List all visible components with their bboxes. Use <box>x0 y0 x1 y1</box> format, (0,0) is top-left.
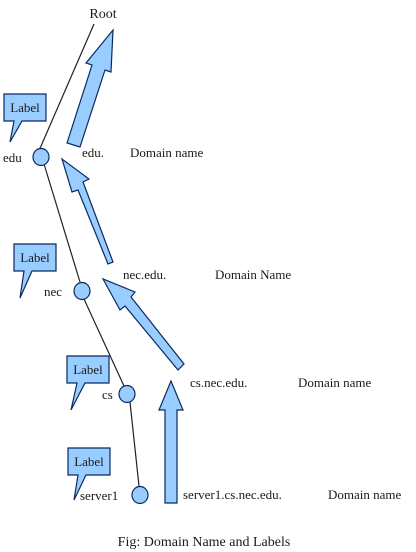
callout-nec-text: Label <box>20 250 50 265</box>
node-label-nec: nec <box>44 284 62 299</box>
domain-cs: cs.nec.edu. <box>190 375 247 390</box>
callout-server1-text: Label <box>74 454 104 469</box>
domain-edu: edu. <box>82 145 104 160</box>
domain-server1: server1.cs.nec.edu. <box>183 487 282 502</box>
domain-kind-edu: Domain name <box>130 145 204 160</box>
callout-edu-text: Label <box>10 100 40 115</box>
callout-edu: Label <box>3 93 47 143</box>
node-cs <box>118 384 136 404</box>
node-server1 <box>131 485 149 505</box>
node-label-edu: edu <box>3 150 22 165</box>
node-label-server1: server1 <box>80 488 118 503</box>
domain-kind-cs: Domain name <box>298 375 372 390</box>
root-label: Root <box>89 7 116 22</box>
node-nec <box>73 281 91 301</box>
callout-nec: Label <box>13 243 57 299</box>
callout-cs: Label <box>66 355 110 411</box>
node-label-cs: cs <box>102 387 113 402</box>
tree-line-root-edu <box>37 23 95 154</box>
arrow-nec-to-edu <box>60 157 114 265</box>
node-edu <box>32 147 50 167</box>
tree-line-cs-server1 <box>129 401 140 487</box>
domain-kind-nec: Domain Name <box>215 267 291 282</box>
domain-nec: nec.edu. <box>123 267 166 282</box>
arrow-server1-to-cs <box>158 379 184 504</box>
callout-server1: Label <box>67 447 111 501</box>
tree-line-nec-cs <box>83 298 125 387</box>
tree-line-edu-nec <box>43 163 81 283</box>
arrow-edu-to-root <box>66 28 114 148</box>
callout-cs-text: Label <box>73 362 103 377</box>
arrow-cs-to-nec <box>101 277 185 371</box>
figure-caption: Fig: Domain Name and Labels <box>118 535 291 550</box>
domain-kind-server1: Domain name <box>328 487 402 502</box>
